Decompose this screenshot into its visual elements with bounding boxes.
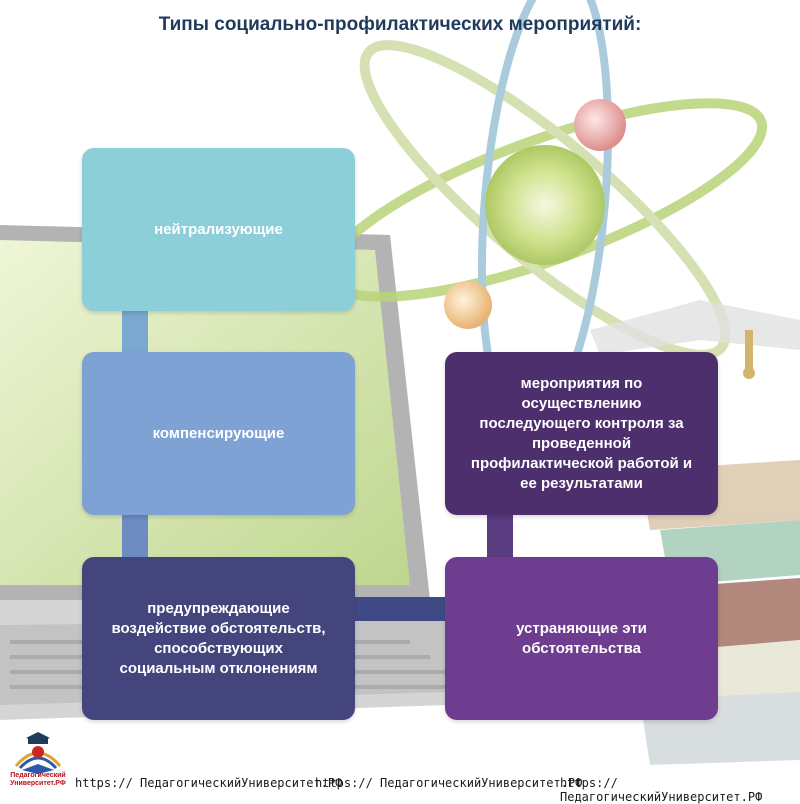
box-neutralizing: нейтрализующие xyxy=(82,148,355,311)
footer: https:// ПедагогическийУниверситет.РФ ht… xyxy=(0,770,800,804)
box-neutralizing-label: нейтрализующие xyxy=(154,220,283,238)
page-title: Типы социально-профилактических мероприя… xyxy=(158,14,642,35)
connector-preventing-eliminating xyxy=(345,597,455,621)
connector-followup-eliminating xyxy=(487,505,513,565)
university-logo: Педагогический Университет.РФ xyxy=(8,730,68,796)
box-followup-label: мероприятия по осуществлению последующег… xyxy=(470,374,693,492)
footer-link-2[interactable]: https:// ПедагогическийУниверситет.РФ xyxy=(315,776,583,790)
box-eliminating: устраняющие эти обстоятельства xyxy=(445,557,718,720)
box-compensating: компенсирующие xyxy=(82,352,355,515)
footer-link-1[interactable]: https:// ПедагогическийУниверситет.РФ xyxy=(75,776,343,790)
box-preventing-label: предупреждающие воздействие обстоятельст… xyxy=(111,599,326,677)
box-followup: мероприятия по осуществлению последующег… xyxy=(445,352,718,515)
box-preventing: предупреждающие воздействие обстоятельст… xyxy=(82,557,355,720)
box-eliminating-label: устраняющие эти обстоятельства xyxy=(516,619,647,657)
box-compensating-label: компенсирующие xyxy=(152,424,285,442)
logo-text: Педагогический Университет.РФ xyxy=(10,772,66,787)
logo-emblem-icon xyxy=(14,732,62,774)
connector-compensating-preventing xyxy=(122,505,148,565)
